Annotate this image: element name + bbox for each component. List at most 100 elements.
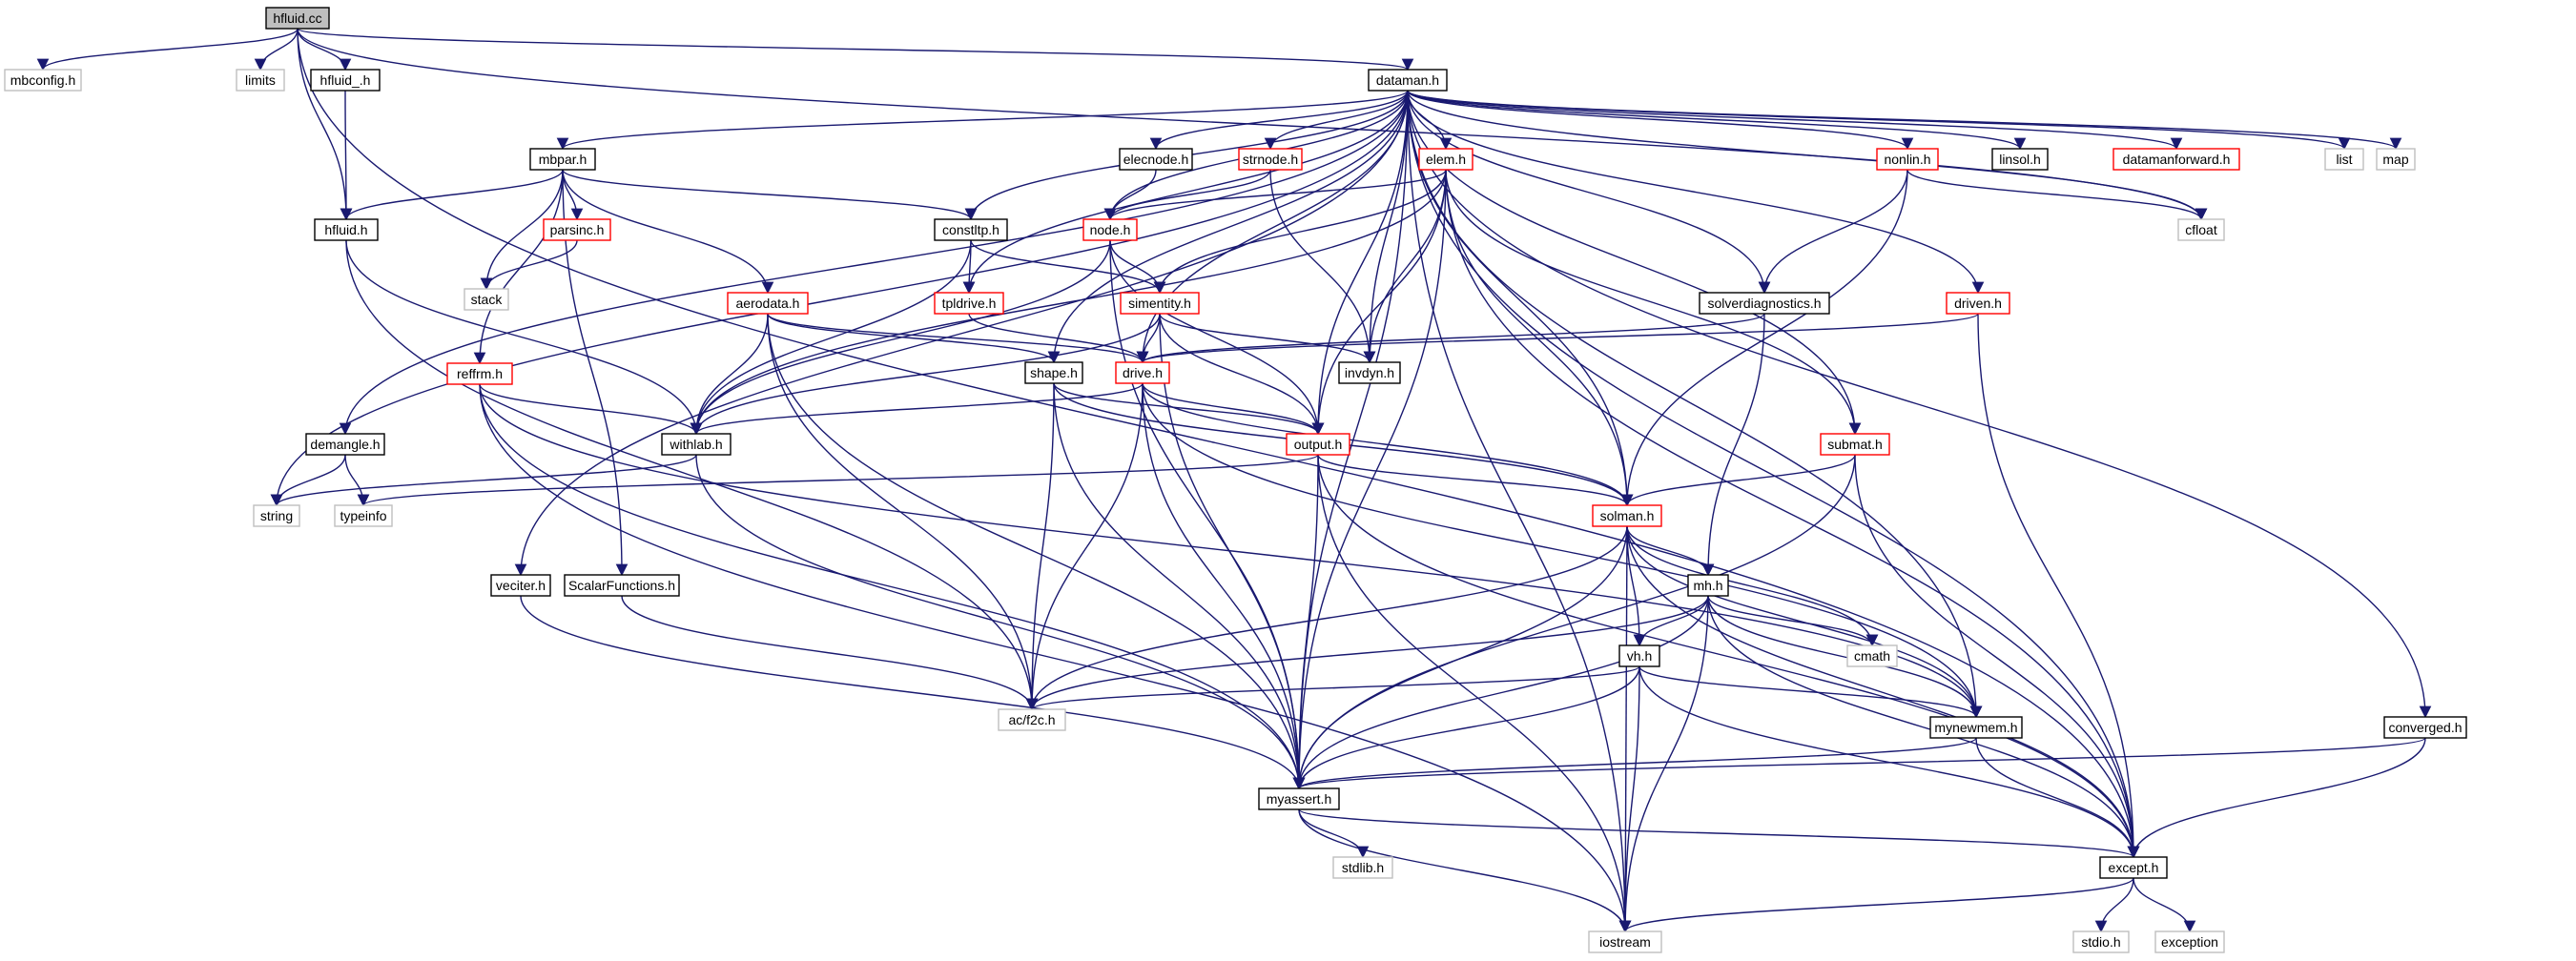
- edge-mh_h-to-iostream: [1618, 595, 1709, 933]
- edge-dataman_h-to-submat_h: [1407, 90, 1862, 436]
- node-invdyn_h[interactable]: invdyn.h: [1338, 361, 1401, 384]
- node-box-aerodata_h: [727, 292, 809, 315]
- node-vh_h[interactable]: vh.h: [1618, 644, 1660, 667]
- node-mbpar_h[interactable]: mbpar.h: [529, 148, 596, 171]
- node-drive_h[interactable]: drive.h: [1115, 361, 1170, 384]
- node-submat_h[interactable]: submat.h: [1820, 433, 1890, 456]
- node-label-cmath: cmath: [1854, 648, 1890, 664]
- edge-drive_h-to-withlab_h: [690, 382, 1144, 436]
- node-label-hfluid_cc: hfluid.cc: [273, 10, 321, 26]
- edge-solverdiagnostics_h-to-mh_h: [1701, 313, 1765, 577]
- edge-aerodata_h-to-withlab_h: [690, 313, 769, 436]
- node-withlab_h[interactable]: withlab.h: [661, 433, 732, 456]
- node-label-scalarfunctions_h: ScalarFunctions.h: [568, 578, 675, 593]
- node-parsinc_h[interactable]: parsinc.h: [543, 218, 611, 241]
- node-strnode_h[interactable]: strnode.h: [1238, 148, 1303, 171]
- node-box-typeinfo: [334, 504, 393, 527]
- edge-dataman_h-to-driven_h: [1407, 90, 1985, 295]
- node-box-myassert_h: [1258, 787, 1340, 810]
- edge-dataman_h-to-linsol_h: [1407, 90, 2027, 151]
- edge-solman_h-to-except_h: [1626, 525, 2140, 859]
- node-box-nonlin_h: [1876, 148, 1939, 171]
- node-dataman_h[interactable]: dataman.h: [1368, 69, 1448, 92]
- edge-vh_h-to-ac_f2c_h: [1026, 665, 1640, 711]
- node-label-mbpar_h: mbpar.h: [539, 152, 587, 167]
- node-scalarfunctions_h[interactable]: ScalarFunctions.h: [564, 574, 680, 597]
- node-stack: stack: [464, 288, 509, 311]
- node-hfluid_h[interactable]: hfluid.h: [314, 218, 379, 241]
- node-box-solman_h: [1592, 504, 1662, 527]
- edge-drive_h-to-ac_f2c_h: [1025, 382, 1144, 711]
- node-label-aerodata_h: aerodata.h: [736, 296, 800, 311]
- node-label-myassert_h: myassert.h: [1267, 791, 1331, 807]
- node-stdlib_h: stdlib.h: [1332, 856, 1393, 879]
- node-list: list: [2324, 148, 2364, 171]
- node-label-cfloat: cfloat: [2185, 222, 2217, 237]
- edge-mh_h-to-mynewmem_h: [1707, 595, 1983, 719]
- node-simentity_h[interactable]: simentity.h: [1120, 292, 1200, 315]
- node-cfloat: cfloat: [2177, 218, 2225, 241]
- edge-shape_h-to-output_h: [1053, 382, 1325, 436]
- edge-reffrm_h-to-iostream: [479, 383, 1632, 933]
- node-elecnode_h[interactable]: elecnode.h: [1119, 148, 1193, 171]
- node-reffrm_h[interactable]: reffrm.h: [446, 362, 513, 385]
- node-box-driven_h: [1946, 292, 2010, 315]
- node-solman_h[interactable]: solman.h: [1592, 504, 1662, 527]
- node-box-reffrm_h: [446, 362, 513, 385]
- node-box-scalarfunctions_h: [564, 574, 680, 597]
- edge-scalarfunctions_h-to-ac_f2c_h: [621, 595, 1039, 711]
- edge-solman_h-to-mh_h: [1626, 525, 1715, 577]
- node-linsol_h[interactable]: linsol.h: [1991, 148, 2049, 171]
- edge-output_h-to-except_h: [1317, 454, 2140, 859]
- edge-node_h-to-myassert_h: [1109, 239, 1306, 790]
- node-aerodata_h[interactable]: aerodata.h: [727, 292, 809, 315]
- node-box-drive_h: [1115, 361, 1170, 384]
- node-box-stdio_h: [2072, 930, 2130, 953]
- node-label-submat_h: submat.h: [1827, 437, 1883, 452]
- node-box-limits: [236, 69, 285, 92]
- node-nonlin_h[interactable]: nonlin.h: [1876, 148, 1939, 171]
- edge-drive_h-to-myassert_h: [1142, 382, 1306, 790]
- edge-converged_h-to-myassert_h: [1293, 737, 2426, 790]
- node-box-hfluid__h: [310, 69, 381, 92]
- node-label-stdlib_h: stdlib.h: [1342, 860, 1384, 875]
- node-mynewmem_h[interactable]: mynewmem.h: [1929, 716, 2023, 739]
- node-converged_h[interactable]: converged.h: [2383, 716, 2467, 739]
- node-demangle_h[interactable]: demangle.h: [305, 433, 385, 456]
- edge-nonlin_h-to-solverdiagnostics_h: [1758, 169, 1908, 295]
- node-veciter_h[interactable]: veciter.h: [490, 574, 551, 597]
- node-shape_h[interactable]: shape.h: [1024, 361, 1083, 384]
- node-mh_h[interactable]: mh.h: [1687, 574, 1729, 597]
- node-constltp_h[interactable]: constltp.h: [934, 218, 1008, 241]
- node-driven_h[interactable]: driven.h: [1946, 292, 2010, 315]
- edge-aerodata_h-to-myassert_h: [767, 313, 1306, 790]
- node-exception: exception: [2154, 930, 2225, 953]
- node-box-ac_f2c_h: [998, 708, 1066, 731]
- node-box-mynewmem_h: [1929, 716, 2023, 739]
- node-tpldrive_h[interactable]: tpldrive.h: [934, 292, 1004, 315]
- edge-hfluid_cc-to-hfluid_h: [297, 28, 353, 221]
- node-datamanforward_h[interactable]: datamanforward.h: [2112, 148, 2240, 171]
- edge-myassert_h-to-iostream: [1298, 808, 1632, 933]
- edge-dataman_h-to-strnode_h: [1264, 90, 1409, 151]
- node-except_h[interactable]: except.h: [2099, 856, 2168, 879]
- edge-mh_h-to-vh_h: [1633, 595, 1709, 647]
- edge-elem_h-to-solman_h: [1445, 169, 1634, 507]
- node-elem_h[interactable]: elem.h: [1418, 148, 1473, 171]
- node-myassert_h[interactable]: myassert.h: [1258, 787, 1340, 810]
- edge-driven_h-to-except_h: [1977, 313, 2140, 859]
- node-solverdiagnostics_h[interactable]: solverdiagnostics.h: [1699, 292, 1830, 315]
- node-box-submat_h: [1820, 433, 1890, 456]
- node-box-datamanforward_h: [2112, 148, 2240, 171]
- node-node_h[interactable]: node.h: [1082, 218, 1138, 241]
- edge-dataman_h-to-shape_h: [1047, 90, 1409, 364]
- node-output_h[interactable]: output.h: [1286, 433, 1350, 456]
- node-label-strnode_h: strnode.h: [1243, 152, 1298, 167]
- node-box-invdyn_h: [1338, 361, 1401, 384]
- node-label-hfluid__h: hfluid_.h: [320, 72, 371, 88]
- node-label-elecnode_h: elecnode.h: [1123, 152, 1189, 167]
- edge-dataman_h-to-solverdiagnostics_h: [1407, 90, 1771, 295]
- node-box-except_h: [2099, 856, 2168, 879]
- node-hfluid__h[interactable]: hfluid_.h: [310, 69, 381, 92]
